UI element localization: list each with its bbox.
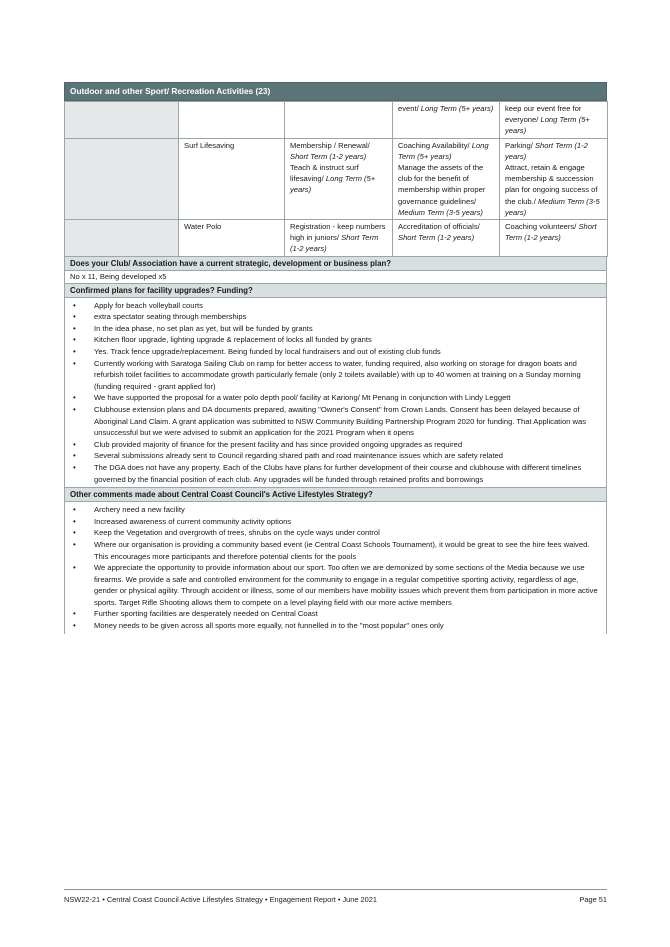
list-item: Several submissions already sent to Coun… [65, 450, 600, 462]
term-text: Medium Term (3-5 years) [398, 207, 483, 217]
upgrades-question: Confirmed plans for facility upgrades? F… [64, 283, 607, 298]
table-row: event/ Long Term (5+ years)keep our even… [64, 101, 608, 139]
upgrades-list: Apply for beach volleyball courtsextra s… [64, 297, 607, 489]
goal-cell: Coaching Availability/ Long Term (5+ yea… [392, 137, 500, 221]
list-item: Yes. Track fence upgrade/replacement. Be… [65, 346, 600, 358]
goal-text: Coaching volunteers/ [505, 222, 579, 232]
sport-cell [178, 101, 285, 139]
list-item: The DGA does not have any property. Each… [65, 462, 600, 485]
sport-cell: Water Polo [178, 219, 285, 257]
goal-cell: event/ Long Term (5+ years) [392, 101, 500, 139]
term-text: Short Term (1-2 years) [398, 233, 475, 243]
list-item: Kitchen floor upgrade, lighting upgrade … [65, 334, 600, 346]
footer-divider [64, 889, 607, 890]
list-item: Club provided majority of finance for th… [65, 439, 600, 451]
goal-cell: Membership / Renewal/ Short Term (1-2 ye… [284, 137, 393, 221]
goal-text: Manage the assets of the club for the be… [398, 163, 486, 206]
term-text: Long Term (5+ years) [505, 115, 590, 136]
term-text: Long Term (5+ years) [290, 174, 376, 195]
goal-cell: keep our event free for everyone/ Long T… [499, 101, 608, 139]
page-number: Page 51 [579, 895, 607, 904]
goal-cell: Coaching volunteers/ Short Term (1-2 yea… [499, 219, 608, 257]
footer-text: NSW22-21 • Central Coast Council Active … [64, 895, 377, 904]
goal-cell: Accreditation of officials/ Short Term (… [392, 219, 500, 257]
sport-cell: Surf Lifesaving [178, 137, 285, 221]
goal-text: Coaching Availability/ [398, 140, 472, 150]
goal-text: Teach & instruct surf lifesaving/ [290, 163, 359, 184]
list-item: We appreciate the opportunity to provide… [65, 562, 600, 608]
list-item: Money needs to be given across all sport… [65, 620, 600, 632]
list-item: Currently working with Saratoga Sailing … [65, 358, 600, 393]
plan-answer: No x 11, Being developed x5 [64, 270, 607, 284]
page-footer: NSW22-21 • Central Coast Council Active … [64, 895, 607, 904]
comments-list: Archery need a new facilityIncreased awa… [64, 502, 607, 634]
comments-question: Other comments made about Central Coast … [64, 488, 607, 503]
goal-cell: Registration - keep numbers high in juni… [284, 219, 393, 257]
category-cell [64, 101, 179, 139]
list-item: Where our organisation is providing a co… [65, 539, 600, 562]
goal-cell: Parking/ Short Term (1-2 years)Attract, … [499, 137, 608, 221]
list-item: extra spectator seating through membersh… [65, 311, 600, 323]
list-item: In the idea phase, no set plan as yet, b… [65, 323, 600, 335]
term-text: Short Term (1-2 years) [505, 222, 597, 243]
term-text: Short Term (1-2 years) [505, 140, 588, 161]
goal-text: Membership / Renewal/ [290, 140, 370, 150]
list-item: Keep the Vegetation and overgrowth of tr… [65, 527, 600, 539]
table-header: Outdoor and other Sport/ Recreation Acti… [64, 82, 607, 101]
category-cell [64, 219, 179, 257]
term-text: Short Term (1-2 years) [290, 151, 367, 161]
term-text: Long Term (5+ years) [420, 104, 494, 113]
goal-text: keep our event free for everyone/ [505, 104, 582, 125]
term-text: Medium Term (3-5 years) [505, 196, 600, 217]
goal-text: event/ [398, 104, 421, 113]
term-text: Short Term (1-2 years) [290, 233, 379, 254]
list-item: Apply for beach volleyball courts [65, 300, 600, 312]
goal-text: Accreditation of officials/ [398, 222, 480, 232]
list-item: We have supported the proposal for a wat… [65, 392, 600, 404]
goal-text: Parking/ [505, 140, 535, 150]
list-item: Increased awareness of current community… [65, 516, 600, 528]
goal-text: Registration - keep numbers high in juni… [290, 222, 386, 243]
list-item: Clubhouse extension plans and DA documen… [65, 404, 600, 439]
term-text: Long Term (5+ years) [398, 140, 489, 161]
activities-table: event/ Long Term (5+ years)keep our even… [64, 101, 608, 257]
report-page: Outdoor and other Sport/ Recreation Acti… [64, 82, 608, 634]
goal-text: Attract, retain & engage membership & su… [505, 163, 598, 206]
list-item: Archery need a new facility [65, 504, 600, 516]
goal-cell [284, 101, 393, 139]
plan-question: Does your Club/ Association have a curre… [64, 256, 607, 271]
category-cell [64, 137, 179, 221]
list-item: Further sporting facilities are desperat… [65, 608, 600, 620]
